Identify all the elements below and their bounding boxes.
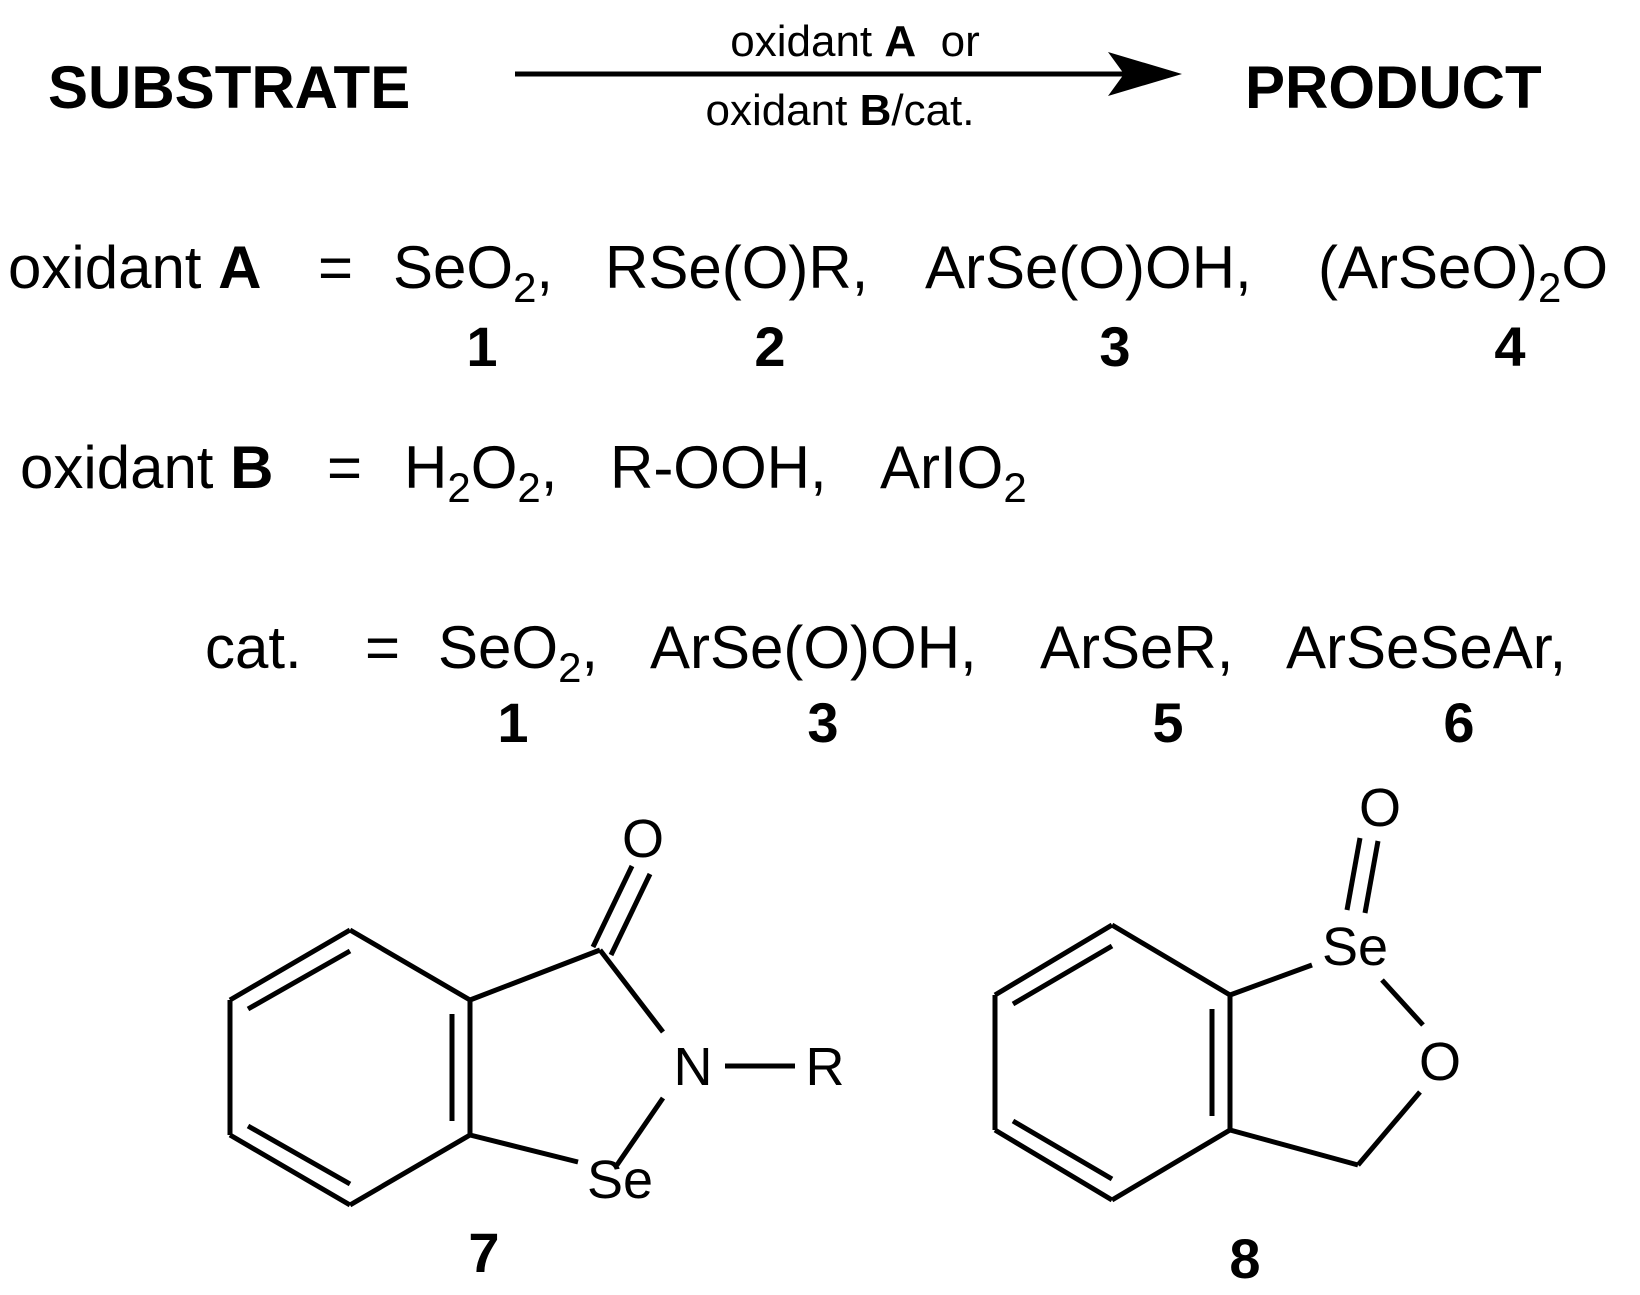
substrate-label: SUBSTRATE [48,54,410,121]
oxidant-b-label: oxidant B [20,434,274,501]
structure-7-se: Se [587,1150,653,1210]
compound-number-1: 1 [466,315,497,378]
catalyst-arse-o-oh: ArSe(O)OH, [650,614,977,681]
structure-7-r: R [806,1037,845,1097]
structure-7-n: N [674,1037,713,1097]
catalyst-number-5: 5 [1152,691,1183,754]
compound-arseo2o: (ArSeO)2O [1318,234,1608,311]
structure-7: O N R Se 7 [227,809,845,1284]
catalyst-arser: ArSeR, [1040,614,1233,681]
structure-8-bonds [992,837,1425,1203]
structure-8: O Se O 8 [992,778,1461,1290]
compound-ario2: ArIO2 [880,434,1027,511]
catalyst-number-1: 1 [497,691,528,754]
catalyst-number-6: 6 [1443,691,1474,754]
product-label: PRODUCT [1245,54,1542,121]
structure-7-number: 7 [468,1221,499,1284]
compound-number-4: 4 [1494,315,1525,378]
oxidant-a-row: oxidant A = SeO2, RSe(O)R, ArSe(O)OH, (A… [8,234,1608,378]
compound-number-2: 2 [754,315,785,378]
oxidant-a-equals: = [318,234,353,301]
arrow-condition-top: oxidant A or [730,17,979,66]
oxidant-b-row: oxidant B = H2O2, R-OOH, ArIO2 [20,434,1027,511]
compound-h2o2: H2O2, [404,434,557,511]
structure-8-ring-o: O [1419,1032,1461,1092]
structure-7-carbonyl-o: O [622,809,664,869]
catalyst-arsesear: ArSeSeAr, [1286,614,1566,681]
compound-rse-o-r: RSe(O)R, [605,234,868,301]
catalyst-label: cat. [205,614,302,681]
catalyst-equals: = [365,614,400,681]
oxidant-a-label: oxidant A [8,234,262,301]
oxidant-b-equals: = [327,434,362,501]
arrow-condition-bottom: oxidant B/cat. [705,86,974,135]
compound-arse-o-oh: ArSe(O)OH, [925,234,1252,301]
structure-7-bonds [227,864,795,1208]
structure-8-se: Se [1322,917,1388,977]
structure-8-seleninyl-o: O [1359,778,1401,838]
arrow-head [1108,52,1182,96]
compound-r-ooh: R-OOH, [610,434,827,501]
compound-number-3: 3 [1099,315,1130,378]
structure-8-number: 8 [1229,1227,1260,1290]
catalyst-number-3: 3 [807,691,838,754]
reaction-arrow [515,52,1182,96]
catalyst-seo2: SeO2, [438,614,598,691]
compound-seo2: SeO2, [393,234,553,311]
catalyst-row: cat. = SeO2, ArSe(O)OH, ArSeR, ArSeSeAr,… [205,614,1566,754]
